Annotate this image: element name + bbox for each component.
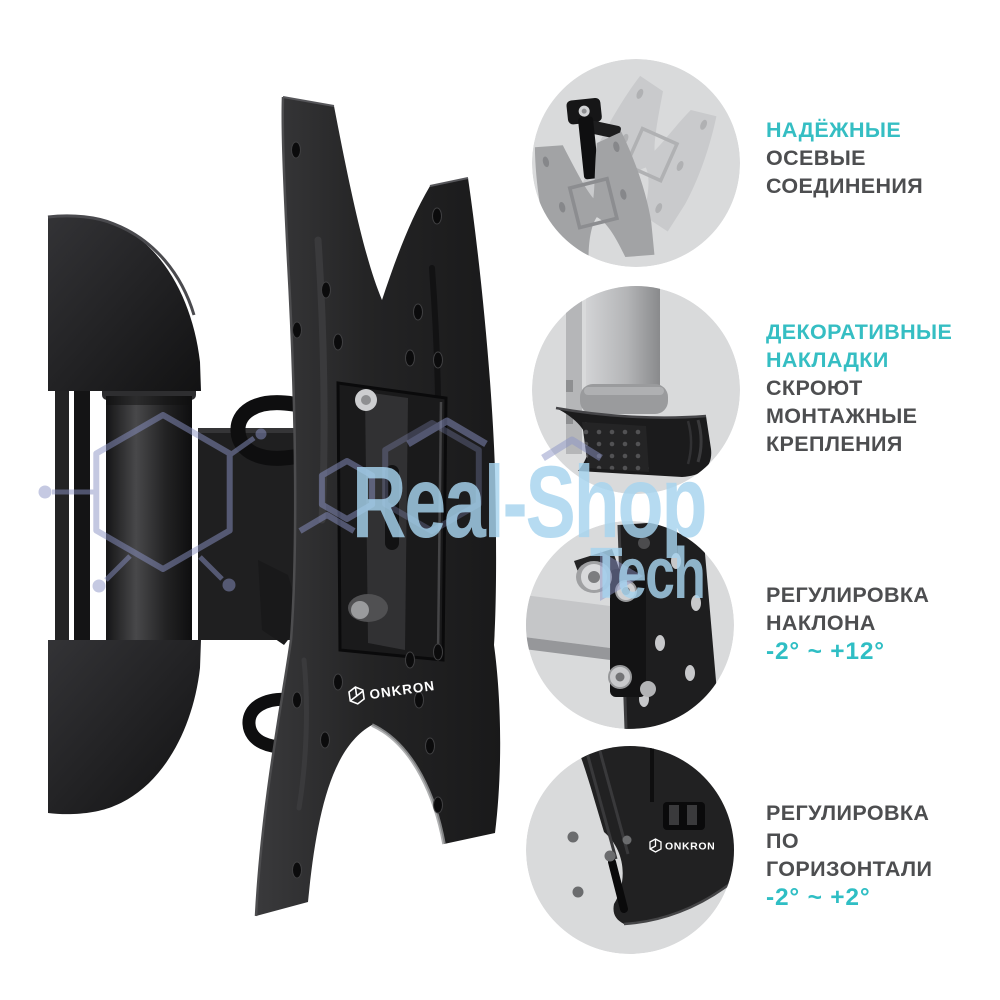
mounting-holes xyxy=(291,141,443,879)
cable-hook-top xyxy=(230,395,301,466)
feature-horizontal-adjustment: РЕГУЛИРОВКА ПО ГОРИЗОНТАЛИ -2° ~ +2° xyxy=(766,799,994,913)
callout-decorative-cover-image xyxy=(532,286,740,494)
cover-top-highlight xyxy=(47,214,196,316)
feature-line: НАКЛОНА xyxy=(766,611,876,635)
feature-tilt-adjustment: РЕГУЛИРОВКА НАКЛОНА -2° ~ +12° xyxy=(766,581,994,667)
pivot-bracket xyxy=(566,97,621,180)
wall-plate-profile xyxy=(566,286,582,454)
callout-tilt-mechanism-image xyxy=(526,521,734,729)
decorative-cover-bottom xyxy=(48,640,201,815)
feature-line: ПО xyxy=(766,829,799,853)
feature-line: СОЕДИНЕНИЯ xyxy=(766,174,924,198)
clip-latch xyxy=(663,802,705,830)
product-render-tv-wall-mount: ONKRON xyxy=(47,96,501,917)
ghost-plate xyxy=(576,71,727,236)
feature-line: НАДЁЖНЫЕ xyxy=(766,118,902,142)
feature-line: РЕГУЛИРОВКА xyxy=(766,583,930,607)
feature-pivot-joints: НАДЁЖНЫЕ ОСЕВЫЕ СОЕДИНЕНИЯ xyxy=(766,116,994,200)
feature-line: НАКЛАДКИ xyxy=(766,348,889,372)
callout-horizontal-adjustment-image: ONKRON xyxy=(526,746,734,954)
onkron-logo-callout: ONKRON xyxy=(649,838,715,853)
tilt-mechanism-window xyxy=(336,381,448,662)
onkron-cube-icon xyxy=(649,838,662,853)
feature-decorative-covers: ДЕКОРАТИВНЫЕ НАКЛАДКИ СКРОЮТ МОНТАЖНЫЕ К… xyxy=(766,318,994,458)
decorative-cover-top xyxy=(48,215,201,391)
callout-pivot-joints-image xyxy=(532,59,740,267)
onkron-cube-icon xyxy=(348,686,365,705)
feature-line: СКРОЮТ xyxy=(766,376,863,400)
feature-line: РЕГУЛИРОВКА xyxy=(766,801,930,825)
feature-value: -2° ~ +12° xyxy=(766,638,885,665)
wall-plate-rails xyxy=(55,388,90,646)
mount-arm xyxy=(526,595,618,661)
hinge-bracket xyxy=(610,569,646,697)
support-column xyxy=(102,380,196,666)
plate-corner: ONKRON xyxy=(564,746,734,926)
onkron-logo-text: ONKRON xyxy=(665,841,715,853)
feature-line: МОНТАЖНЫЕ xyxy=(766,404,918,428)
vesa-plate: ONKRON xyxy=(254,96,501,917)
feature-line: КРЕПЛЕНИЯ xyxy=(766,432,903,456)
feature-line: ГОРИЗОНТАЛИ xyxy=(766,857,933,881)
feature-value: -2° ~ +2° xyxy=(766,884,871,911)
feature-line: ДЕКОРАТИВНЫЕ xyxy=(766,320,953,344)
plate-edge-highlight xyxy=(254,96,297,917)
feature-line: ОСЕВЫЕ xyxy=(766,146,866,170)
